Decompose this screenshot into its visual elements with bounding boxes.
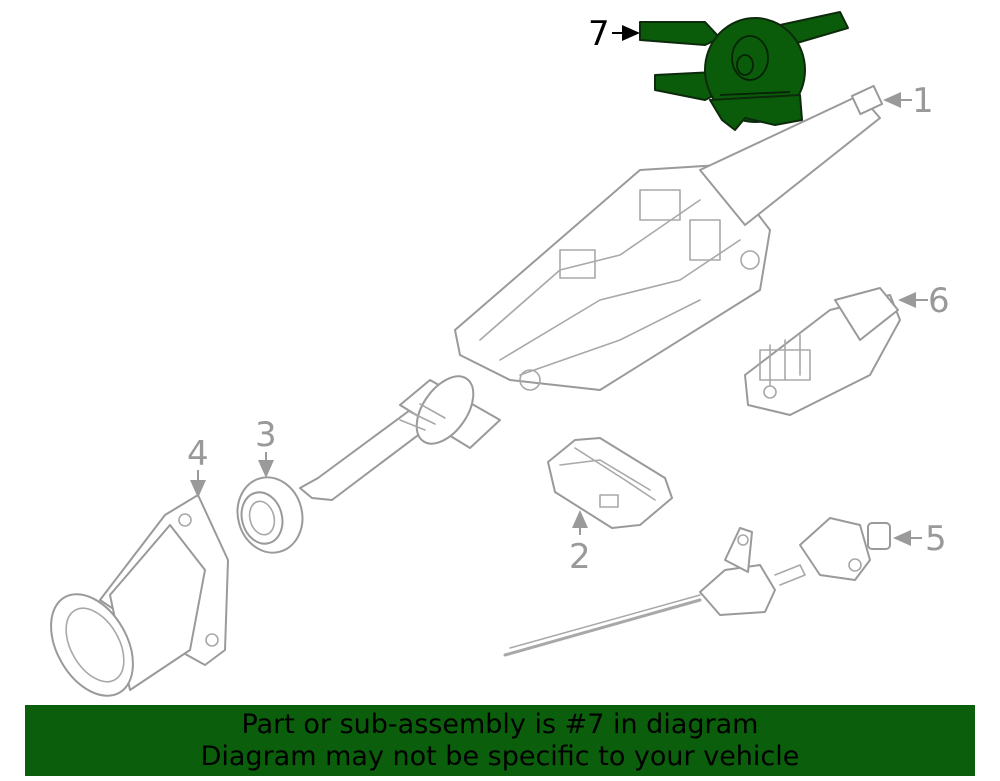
banner-line-disclaimer: Diagram may not be specific to your vehi…: [200, 741, 800, 772]
callout-7: 7: [588, 14, 640, 54]
svg-text:4: 4: [187, 434, 209, 474]
svg-text:6: 6: [928, 281, 950, 321]
svg-text:5: 5: [925, 519, 947, 559]
parts-diagram: 1 2 3 4 5 6 7: [50, 11, 950, 697]
svg-text:3: 3: [255, 415, 277, 455]
svg-text:7: 7: [588, 14, 610, 54]
callout-5: 5: [893, 519, 947, 559]
control-module: [744, 287, 901, 416]
svg-text:1: 1: [912, 81, 934, 121]
column-cover-part: [547, 437, 673, 529]
banner-line-part-number: Part or sub-assembly is #7 in diagram: [241, 709, 759, 740]
callout-1: 1: [883, 81, 934, 121]
callout-4: 4: [187, 434, 209, 498]
svg-text:2: 2: [569, 537, 591, 577]
combination-switch-highlighted: [639, 11, 849, 131]
callout-2: 2: [569, 510, 591, 577]
info-banner: Part or sub-assembly is #7 in diagram Di…: [25, 705, 975, 776]
callout-3: 3: [255, 415, 277, 478]
column-boot: [50, 494, 229, 697]
steering-column: [299, 84, 884, 501]
callout-6: 6: [898, 281, 950, 321]
bearing-ring: [236, 476, 304, 554]
shift-cable: [503, 517, 891, 657]
